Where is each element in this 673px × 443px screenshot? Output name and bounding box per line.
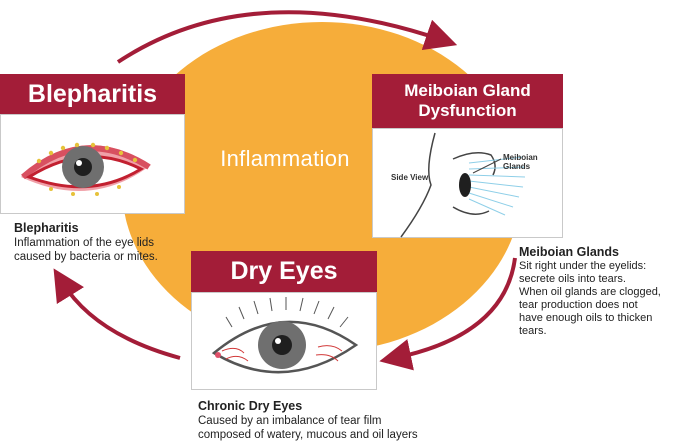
mgd-panel: Side View Meiboian Glands: [372, 128, 563, 238]
side-view-label: Side View: [391, 173, 429, 182]
blepharitis-desc-line: Inflammation of the eye lids: [14, 237, 154, 249]
cycle-arrow-icon: [116, 10, 458, 64]
dry-eyes-panel: [191, 292, 377, 390]
dry-eyes-desc-title: Chronic Dry Eyes: [198, 399, 303, 413]
blepharitis-desc-title: Blepharitis: [14, 221, 79, 235]
blepharitis-banner: Blepharitis: [0, 74, 185, 114]
cycle-arrow-icon: [379, 257, 517, 371]
mgd-desc-title: Meiboian Glands: [519, 245, 620, 259]
mgd-description: Meiboian Glands Sit right under the eyel…: [519, 244, 673, 338]
mgd-banner: Meiboian Gland Dysfunction: [372, 74, 563, 128]
blepharitis-description: Blepharitis Inflammation of the eye lids…: [14, 220, 194, 264]
cycle-arrow-icon: [53, 268, 181, 360]
blepharitis-desc-line: caused by bacteria or mites.: [14, 251, 158, 263]
eye-icon: [21, 142, 151, 196]
mgd-desc-line: tears.: [519, 325, 547, 337]
blepharitis-panel: [0, 114, 185, 214]
mgd-desc-line: Sit right under the eyelids:: [519, 260, 647, 272]
mgd-desc-line: tear production does not: [519, 299, 638, 311]
center-label: Inflammation: [220, 146, 350, 171]
dry-eyes-desc-line: composed of watery, mucous and oil layer…: [198, 429, 418, 441]
dry-eyes-desc-line: Caused by an imbalance of tear film: [198, 415, 382, 427]
eye-icon: [400, 132, 526, 238]
mgd-desc-line: When oil glands are clogged,: [519, 286, 661, 298]
mgd-banner-line: Dysfunction: [418, 101, 517, 120]
dry-eyes-description: Chronic Dry Eyes Caused by an imbalance …: [198, 398, 468, 442]
mgd-desc-line: have enough oils to thicken: [519, 312, 653, 324]
meiboian-glands-label: Meiboian Glands: [503, 153, 538, 171]
mgd-desc-line: secrete oils into tears.: [519, 273, 626, 285]
eye-icon: [211, 297, 359, 374]
dry-eyes-banner: Dry Eyes: [191, 251, 377, 292]
mgd-banner-line: Meiboian Gland: [404, 81, 531, 100]
